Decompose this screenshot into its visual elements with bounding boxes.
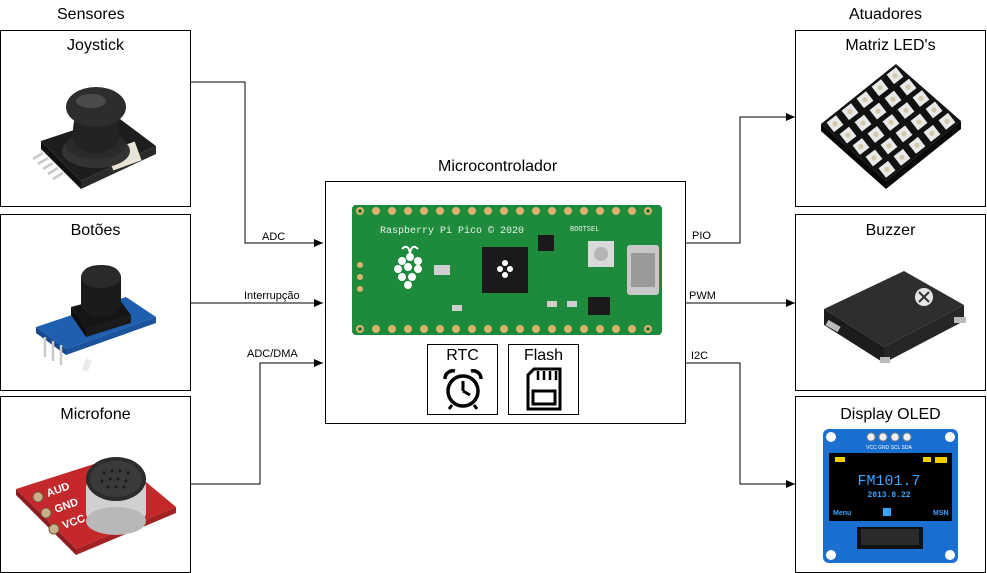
wire-mic-adcdma (190, 363, 323, 484)
led-dot (916, 119, 921, 124)
flash-box: Flash (508, 344, 579, 415)
link-label-adc: ADC (262, 231, 285, 243)
actuators-heading: Atuadores (849, 6, 922, 24)
joystick-image (31, 71, 161, 201)
buzzer-title: Buzzer (796, 222, 985, 240)
led-dot (873, 132, 878, 137)
controller-heading: Microcontrolador (438, 158, 557, 176)
led-dot (901, 131, 906, 136)
led-dot (899, 155, 904, 160)
led-dot (858, 144, 863, 149)
led-dot (845, 133, 850, 138)
led-dot (877, 85, 882, 90)
button-module-image (31, 257, 161, 387)
led-dot (860, 121, 865, 126)
link-label-pwm: PWM (689, 290, 716, 302)
wire-pio-matrix (686, 117, 795, 243)
link-label-pio: PIO (692, 230, 711, 242)
flash-label: Flash (509, 347, 578, 365)
rtc-box: RTC (427, 344, 498, 415)
led-dot (847, 109, 852, 114)
link-label-i2c: I2C (691, 350, 708, 362)
led-dot (931, 107, 936, 112)
led-matrix-box: Matriz LED's (795, 30, 986, 207)
wire-i2c-oled (686, 363, 795, 484)
led-dot (929, 131, 934, 136)
sensors-heading: Sensores (57, 6, 125, 24)
sd-card-icon (524, 367, 564, 411)
buzzer-box: Buzzer (795, 214, 986, 391)
joystick-title: Joystick (1, 37, 190, 55)
controller-box: Raspberry Pi Pico © 2020 BOOTSEL RTC (325, 181, 686, 424)
pico-board-label: Raspberry Pi Pico © 2020 (380, 225, 524, 237)
led-dot (905, 85, 910, 90)
led-dot (918, 96, 923, 101)
led-dot (944, 119, 949, 124)
joystick-box: Joystick (0, 30, 191, 207)
led-dot (914, 143, 919, 148)
led-dot (903, 108, 908, 113)
buttons-box: Botões (0, 214, 191, 391)
led-dot (871, 155, 876, 160)
bootsel-label: BOOTSEL (570, 226, 599, 234)
led-dot (884, 167, 889, 172)
microphone-box: Microfone AUD GND VCC (0, 396, 191, 573)
oled-msn-label: MSN (933, 510, 949, 517)
led-matrix-title: Matriz LED's (796, 37, 985, 55)
buzzer-image (814, 251, 974, 381)
wire-joystick-adc (190, 82, 323, 243)
microphone-image: AUD GND VCC (16, 437, 181, 567)
led-dot (886, 143, 891, 148)
led-dot (862, 97, 867, 102)
oled-menu-label: Menu (833, 510, 851, 517)
oled-frequency: FM101.7 (857, 473, 920, 490)
led-dot (890, 97, 895, 102)
buttons-title: Botões (1, 222, 190, 240)
oled-display-image: VCC GND SCL SDA FM101.7 2013.8.22 Menu M… (823, 429, 958, 563)
pico-board-image: Raspberry Pi Pico © 2020 BOOTSEL (352, 205, 662, 335)
oled-box: Display OLED VCC GND SCL SDA FM101.7 201… (795, 396, 986, 573)
oled-header-pins: VCC GND SCL SDA (866, 445, 912, 451)
led-dot (888, 120, 893, 125)
led-dot (832, 121, 837, 126)
alarm-clock-icon (441, 367, 485, 411)
link-label-interrupt: Interrupção (244, 290, 300, 302)
led-dot (875, 109, 880, 114)
oled-date: 2013.8.22 (867, 491, 910, 500)
rtc-label: RTC (428, 347, 497, 365)
microphone-title: Microfone (1, 406, 190, 424)
oled-title: Display OLED (796, 406, 985, 424)
led-matrix-image (816, 59, 966, 204)
link-label-adc-dma: ADC/DMA (247, 348, 298, 360)
led-dot (892, 73, 897, 78)
